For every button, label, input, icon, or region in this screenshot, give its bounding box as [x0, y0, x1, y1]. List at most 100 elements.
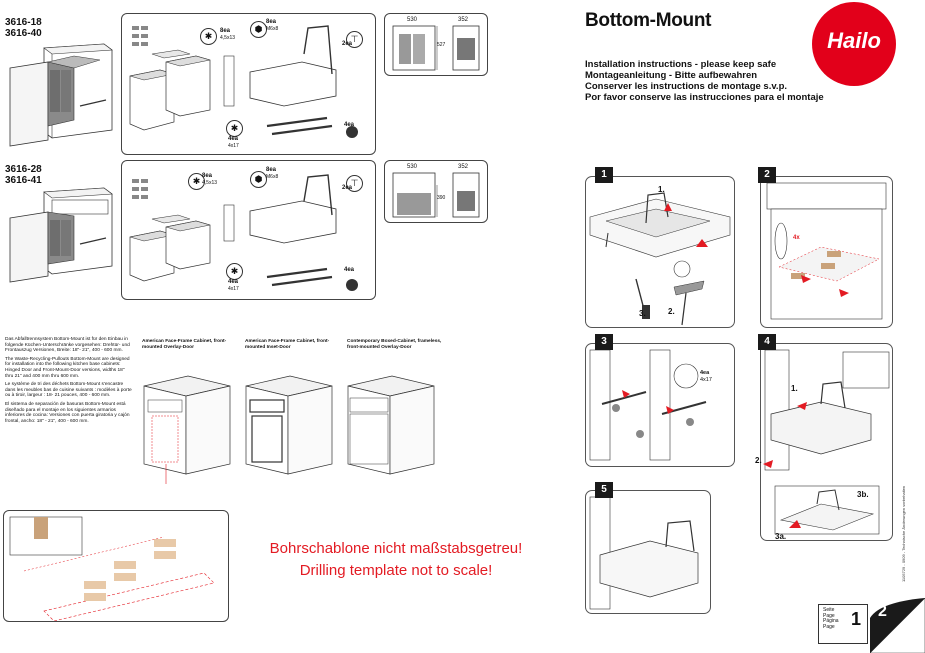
instruction-en: Installation instructions - please keep … [585, 59, 777, 70]
parts-qty-5: 4ea [344, 122, 355, 128]
parts-drawing-top [129, 25, 358, 138]
step-3-drawing [589, 349, 707, 461]
parts-panel-top: ✱ 8ea 4,5x13 ⬢ 8ea M6x8 ⊤ 2ea ✱ 4ea 4x17… [121, 13, 376, 155]
cabinet-illustration-bottom [9, 187, 113, 283]
parts-qty-2: 8ea M6x8 [266, 19, 279, 32]
page-curl-icon [870, 598, 925, 653]
screw-icon: ✱ [226, 120, 243, 137]
step-label: 2. [755, 456, 762, 465]
screw-icon: ✱ [226, 263, 243, 280]
screw-icon: ✱ [188, 173, 205, 190]
step-label: 1. [791, 384, 798, 393]
dim-height: 390 [437, 195, 446, 201]
drilling-warning: Bohrschablone nicht maßstabsgetreu! Dril… [231, 538, 561, 582]
document-reference-note: 1105729 - 0909 - Technische Änderungen v… [901, 485, 906, 582]
parts-qty-3: 2ea [342, 41, 353, 47]
parts-callout-clip: ⊤ [346, 31, 363, 48]
step-label: 3. [639, 309, 646, 318]
hailo-logo: Hailo [812, 2, 896, 86]
parts-callout-clip: ⊤ [346, 175, 363, 192]
clip-icon: ⊤ [346, 31, 363, 48]
step-number: 1 [595, 167, 613, 183]
step-number: 5 [595, 482, 613, 498]
model-number: 3616-40 [5, 28, 42, 39]
step-number: 4 [758, 334, 776, 350]
parts-qty-4: 4ea 4x17 [228, 279, 239, 292]
instruction-fr: Conserver les instructions de montage s.… [585, 81, 788, 92]
dim-width-2: 352 [458, 17, 469, 23]
parts-callout-screw-a: ✱ [188, 173, 205, 190]
dim-width-2: 352 [458, 164, 469, 170]
parts-qty-2: 8ea M6x8 [266, 167, 279, 180]
step-label: 2. [668, 307, 675, 316]
model-number: 3616-18 [5, 17, 42, 28]
dimensions-drawing-top [392, 25, 480, 71]
parts-callout-nut: ⬢ [250, 171, 267, 188]
step-5-panel [585, 490, 711, 614]
clip-icon: ⊤ [346, 175, 363, 192]
bolt-icon: ⬢ [250, 171, 267, 188]
step-number: 2 [758, 167, 776, 183]
step-label: 3a. [775, 532, 787, 541]
page-label: Seite Page Página Page [823, 607, 839, 630]
description-fr: Le système de tri des déchets Bottom-Mou… [5, 382, 132, 399]
screw-icon: ✱ [200, 28, 217, 45]
dim-width-1: 530 [407, 17, 418, 23]
next-page-number: 2 [878, 603, 887, 620]
brand-name: Hailo [827, 28, 881, 53]
parts-callout-screw-b: ✱ [226, 263, 243, 280]
drilling-template-panel [3, 510, 229, 622]
cabinet-type-label: American Face-Frame Cabinet, front-mount… [245, 339, 330, 350]
description-de: Das Abfalltrennsystem Bottom-Mount ist f… [5, 337, 130, 354]
dim-height: 527 [437, 42, 446, 48]
step-5-drawing [589, 496, 699, 610]
bolt-icon: ⬢ [250, 21, 267, 38]
cabinet-type-label: Contemporary Boxed-Cabinet, frameless, f… [347, 339, 442, 350]
step-4-drawing [763, 349, 890, 535]
parts-qty-1: 8ea 4,5x13 [202, 173, 218, 186]
step-1-panel: 1. 3. 2. [585, 176, 735, 328]
instruction-es: Por favor conserve las instrucciones par… [585, 92, 824, 103]
step-3-panel: 4ea 4x17 [585, 343, 735, 467]
model-numbers-top: 3616-18 3616-40 [5, 17, 42, 39]
cabinet-illustration-top [9, 43, 113, 147]
step-label: 3b. [857, 490, 869, 499]
page-label-box: Seite Page Página Page 1 [818, 604, 868, 644]
step-label: 1. [658, 185, 665, 194]
instructions-list: Installation instructions - please keep … [585, 59, 824, 103]
description-es: El sistema de separación de basuras Bott… [5, 401, 130, 424]
parts-qty-1: 8ea 4,5x13 [220, 28, 236, 41]
step-3-callout: 4ea 4x17 [700, 370, 712, 383]
description-text: Das Abfalltrennsystem Bottom-Mount ist f… [5, 337, 133, 427]
parts-drawing-bottom [129, 174, 358, 291]
description-en: The Waste-Recycling-Pullouts Bottom-Moun… [5, 356, 130, 379]
parts-callout-screw-a: ✱ [200, 28, 217, 45]
parts-callout-screw-b: ✱ [226, 120, 243, 137]
instruction-de: Montageanleitung - Bitte aufbewahren [585, 70, 758, 81]
step-4-panel: 1. 2. 3b. 3a. [755, 343, 893, 541]
step-number: 3 [595, 334, 613, 350]
page-number: 1 [850, 609, 861, 629]
parts-qty-5: 4ea [344, 267, 355, 273]
dimensions-panel-bottom: 530 352 390 [384, 160, 488, 223]
dimensions-drawing-bottom [392, 172, 480, 218]
step-2-panel: 4x [760, 176, 893, 328]
product-title: Bottom-Mount [585, 10, 712, 31]
drilling-warning-en: Drilling template not to scale! [299, 562, 493, 579]
model-number: 3616-41 [5, 175, 42, 186]
model-numbers-bottom: 3616-28 3616-41 [5, 164, 42, 186]
cabinet-types-drawing [143, 375, 435, 484]
step-2-drawing [766, 182, 887, 320]
model-number: 3616-28 [5, 164, 42, 175]
step-label: 4x [793, 235, 800, 241]
drilling-warning-de: Bohrschablone nicht maßstabsgetreu! [269, 540, 523, 557]
parts-callout-nut: ⬢ [250, 21, 267, 38]
cabinet-type-label: American Face-Frame Cabinet, front-mount… [142, 339, 227, 350]
parts-panel-bottom: ✱ 8ea 4,5x13 ⬢ 8ea M6x8 ⊤ 2ea ✱ 4ea 4x17… [121, 160, 376, 300]
drilling-template-drawing [9, 516, 215, 622]
dim-width-1: 530 [407, 164, 418, 170]
parts-qty-4: 4ea 4x17 [228, 136, 239, 149]
step-1-drawing [589, 192, 731, 326]
parts-qty-3: 2ea [342, 185, 353, 191]
dimensions-panel-top: 530 352 527 [384, 13, 488, 76]
